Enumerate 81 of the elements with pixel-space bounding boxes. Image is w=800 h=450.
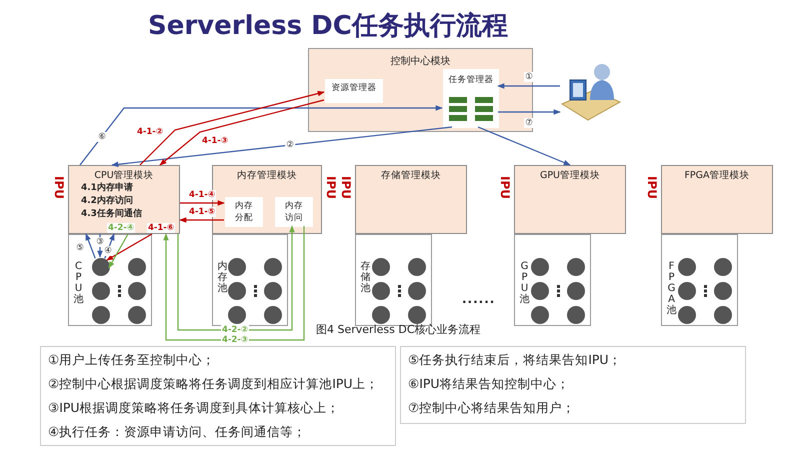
pool-box bbox=[661, 234, 738, 326]
module-title: FPGA管理模块 bbox=[683, 169, 751, 182]
core-circle bbox=[92, 306, 110, 324]
arrow bbox=[159, 99, 324, 166]
pool-box bbox=[212, 234, 288, 326]
edge-label: ⑥ bbox=[97, 132, 107, 142]
module-box bbox=[68, 165, 180, 234]
edge-label: 4-1-⑤ bbox=[188, 207, 216, 217]
box-label: 资源管理器 bbox=[330, 82, 378, 95]
task-item: 4.1内存申请 bbox=[80, 182, 134, 195]
pool-box bbox=[514, 234, 591, 326]
pool-label: 内存池 bbox=[217, 261, 228, 294]
arrow bbox=[111, 126, 452, 168]
pool-label: CPU池 bbox=[73, 261, 84, 305]
box-label: 内存分配 bbox=[234, 200, 254, 225]
edge-label: 4-1-③ bbox=[200, 136, 230, 146]
arrow bbox=[140, 90, 325, 166]
arrow bbox=[180, 200, 225, 206]
arrow bbox=[106, 233, 152, 261]
edge-label: 4-2-③ bbox=[220, 335, 250, 345]
edge-label: ④ bbox=[103, 246, 113, 256]
side-label: IPU bbox=[324, 176, 338, 200]
module-title: 内存管理模块 bbox=[236, 169, 298, 182]
edge-label: ⑤ bbox=[75, 243, 85, 253]
figure-caption: 图4 Serverless DC核心业务流程 bbox=[316, 322, 481, 337]
note-text: ⑥IPU将结果告知控制中心； bbox=[408, 376, 570, 393]
side-label: IPU bbox=[52, 176, 66, 200]
arrow bbox=[80, 105, 443, 166]
core-circle bbox=[92, 258, 110, 276]
edge-label: 4-1-⑥ bbox=[146, 223, 176, 233]
note-text: ③IPU根据调度策略将任务调度到具体计算核心上； bbox=[48, 400, 340, 417]
edge-label: ① bbox=[524, 72, 534, 82]
note-text: ⑤任务执行结束后，将结果告知IPU； bbox=[408, 352, 622, 369]
module-title: GPU管理模块 bbox=[538, 169, 602, 182]
component-box bbox=[275, 197, 313, 227]
note-text: ④执行任务：资源申请访问、任务间通信等； bbox=[48, 424, 306, 441]
side-label: IPU bbox=[498, 176, 512, 200]
module-title: CPU管理模块 bbox=[93, 169, 155, 182]
core-circle bbox=[128, 258, 146, 276]
arrow bbox=[497, 83, 560, 89]
arrow bbox=[177, 225, 295, 331]
arrow bbox=[478, 126, 571, 166]
arrow bbox=[498, 109, 561, 115]
pool-box bbox=[68, 234, 152, 326]
pool-label: FPGA池 bbox=[666, 261, 677, 316]
edge-label: 4-1-④ bbox=[188, 190, 216, 200]
component-box bbox=[225, 197, 263, 227]
note-text: ①用户上传任务至控制中心； bbox=[48, 352, 216, 369]
edge-label: ⑦ bbox=[524, 118, 534, 128]
module-box bbox=[661, 165, 773, 234]
page-title: Serverless DC任务执行流程 bbox=[148, 10, 508, 43]
module-title: 存储管理模块 bbox=[380, 169, 442, 182]
arrow bbox=[179, 217, 224, 223]
ellipsis-text: ...... bbox=[462, 292, 496, 306]
module-title: 控制中心模块 bbox=[390, 54, 452, 68]
arrow bbox=[163, 226, 305, 341]
edge-label: 4-2-④ bbox=[106, 223, 136, 233]
box-label: 内存访问 bbox=[284, 200, 304, 225]
edge-label: ③ bbox=[95, 237, 105, 247]
edge-label: ② bbox=[285, 140, 295, 150]
component-box bbox=[443, 69, 499, 128]
component-box bbox=[325, 79, 383, 103]
module-box bbox=[514, 165, 626, 234]
note-text: ②控制中心根据调度策略将任务调度到相应计算池IPU上； bbox=[48, 376, 379, 393]
box-label: 任务管理器 bbox=[448, 74, 494, 87]
edge-label: 4-1-② bbox=[136, 127, 164, 137]
task-item: 4.3任务间通信 bbox=[80, 208, 143, 221]
edge-label: 4-2-② bbox=[220, 325, 250, 335]
module-box bbox=[355, 165, 467, 234]
core-circle bbox=[128, 282, 146, 300]
note-text: ⑦控制中心将结果告知用户； bbox=[408, 400, 576, 417]
arrow bbox=[108, 234, 129, 269]
task-item: 4.2内存访问 bbox=[80, 195, 134, 208]
core-circle bbox=[92, 282, 110, 300]
arrow bbox=[85, 233, 96, 259]
module-box bbox=[308, 48, 533, 132]
side-label: IPU bbox=[339, 176, 353, 200]
side-label: IPU bbox=[645, 176, 659, 200]
pool-label: GPU池 bbox=[519, 261, 530, 305]
pool-label: 存储池 bbox=[360, 261, 371, 294]
core-circle bbox=[128, 306, 146, 324]
